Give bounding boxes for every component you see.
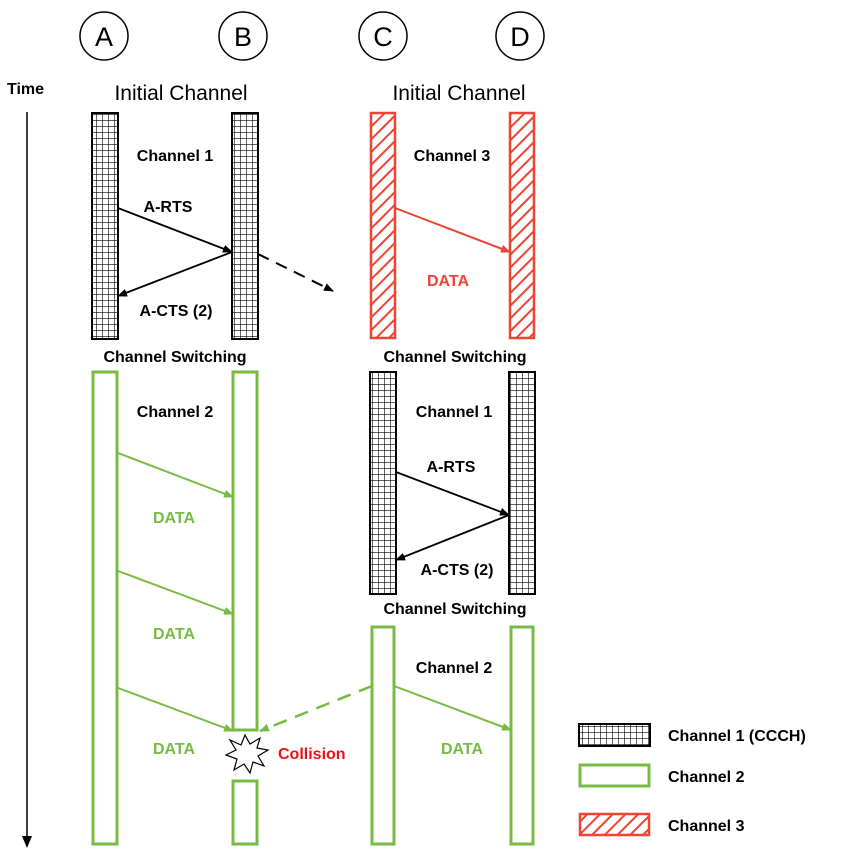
right-cts-arrow [395,514,510,561]
left-data2-arrow [117,570,234,615]
b-channel1-bar [231,112,259,340]
right-switching2-label: Channel Switching [383,601,526,618]
left-cts-label: A-CTS (2) [140,303,213,320]
left-data1-label: DATA [153,510,196,527]
left-data2-label: DATA [153,626,196,643]
c-channel2-bar [370,625,396,846]
node-c: C [358,11,408,61]
d-channel3-bar [508,111,536,340]
b-to-c-dashed-arrow [257,253,334,292]
legend-swatch-channel2 [578,763,651,788]
right-cts-label: A-CTS (2) [421,562,494,579]
right-channel3-data-label: DATA [427,273,470,290]
node-c-label: C [373,22,393,52]
node-b: B [218,11,268,61]
node-d-circle [495,11,545,61]
node-a-circle [79,11,129,61]
b-channel2-bar-top [231,370,259,732]
time-label: Time [7,81,44,98]
left-header: Initial Channel [114,82,247,105]
node-a: A [79,11,129,61]
node-b-label: B [234,22,252,52]
a-channel2-bar [91,370,119,846]
c-channel1-bar [369,371,397,595]
left-rts-label: A-RTS [144,199,193,216]
legend: Channel 1 (CCCH) Channel 2 Channel 3 [578,723,806,837]
left-switching-label: Channel Switching [103,349,246,366]
collision-label: Collision [278,746,346,763]
right-data-arrow-channel3 [394,207,511,253]
right-channel2-label: Channel 2 [416,660,493,677]
node-b-circle [218,11,268,61]
node-a-label: A [95,22,113,52]
right-header: Initial Channel [392,82,525,105]
a-channel1-bar [91,112,119,340]
left-channel1-label: Channel 1 [137,148,214,165]
left-data1-arrow [117,452,234,498]
left-data3-arrow [117,687,234,732]
right-rts-label: A-RTS [427,459,476,476]
right-channel1-label: Channel 1 [416,404,493,421]
legend-label-channel3: Channel 3 [668,818,745,835]
b-channel2-bar-bottom [231,779,259,846]
right-rts-arrow [395,471,510,516]
right-switching1-label: Channel Switching [383,349,526,366]
legend-swatch-channel1 [578,723,651,747]
legend-swatch-channel3 [578,812,651,837]
c-to-b-dashed-arrow [259,684,373,733]
node-d-label: D [510,22,530,52]
node-c-circle [358,11,408,61]
right-channel3-label: Channel 3 [414,148,491,165]
d-channel2-bar [509,625,535,846]
right-channel2-data-label: DATA [441,741,484,758]
collision-burst-icon [224,733,270,775]
legend-label-channel1: Channel 1 (CCCH) [668,728,806,745]
left-cts-arrow [117,251,233,297]
c-channel3-bar [369,111,397,340]
left-data3-label: DATA [153,741,196,758]
d-channel1-bar [508,371,536,595]
legend-label-channel2: Channel 2 [668,769,745,786]
node-d: D [495,11,545,61]
right-data-arrow-channel2 [393,685,512,731]
left-channel2-label: Channel 2 [137,404,214,421]
time-axis-arrowhead [22,836,32,848]
left-rts-arrow [117,207,233,253]
